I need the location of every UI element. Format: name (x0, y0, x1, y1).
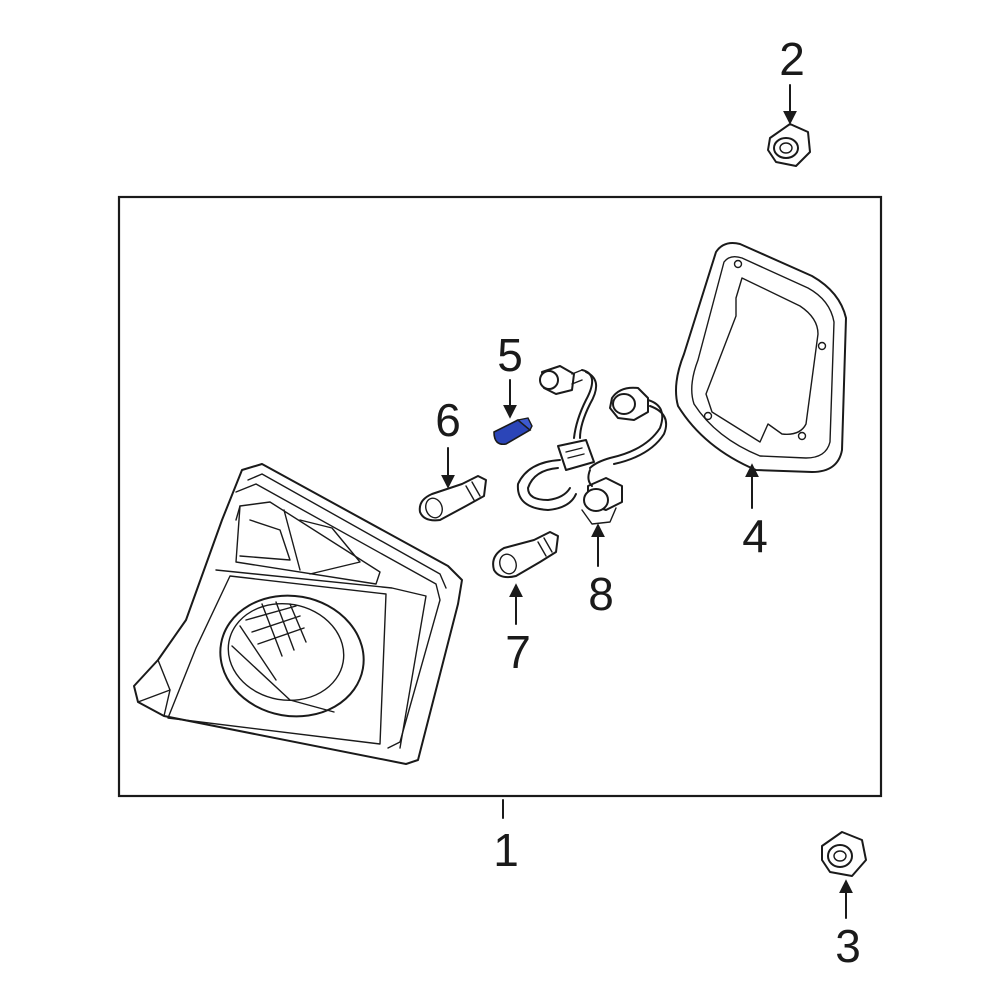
callout-3[interactable]: 3 (835, 920, 861, 972)
callout-8[interactable]: 8 (588, 568, 614, 620)
wedge-bulb-part-5[interactable] (493, 417, 533, 446)
bulb-part-7[interactable] (492, 531, 559, 579)
bulb-part-6[interactable] (418, 475, 487, 522)
socket-part-8 (581, 507, 617, 525)
callout-4[interactable]: 4 (742, 510, 768, 562)
nut-part-2[interactable] (767, 123, 811, 167)
callout-6[interactable]: 6 (435, 394, 461, 446)
assembly-frame (117, 195, 883, 798)
callout-2[interactable]: 2 (779, 33, 805, 85)
wiring-harness[interactable] (516, 365, 668, 512)
callout-5[interactable]: 5 (497, 329, 523, 381)
callout-7[interactable]: 7 (505, 626, 531, 678)
nut-part-3[interactable] (821, 831, 867, 877)
tail-lamp-housing-part-1[interactable] (133, 463, 463, 765)
gasket-part-4[interactable] (675, 242, 847, 473)
callout-1[interactable]: 1 (493, 824, 519, 876)
